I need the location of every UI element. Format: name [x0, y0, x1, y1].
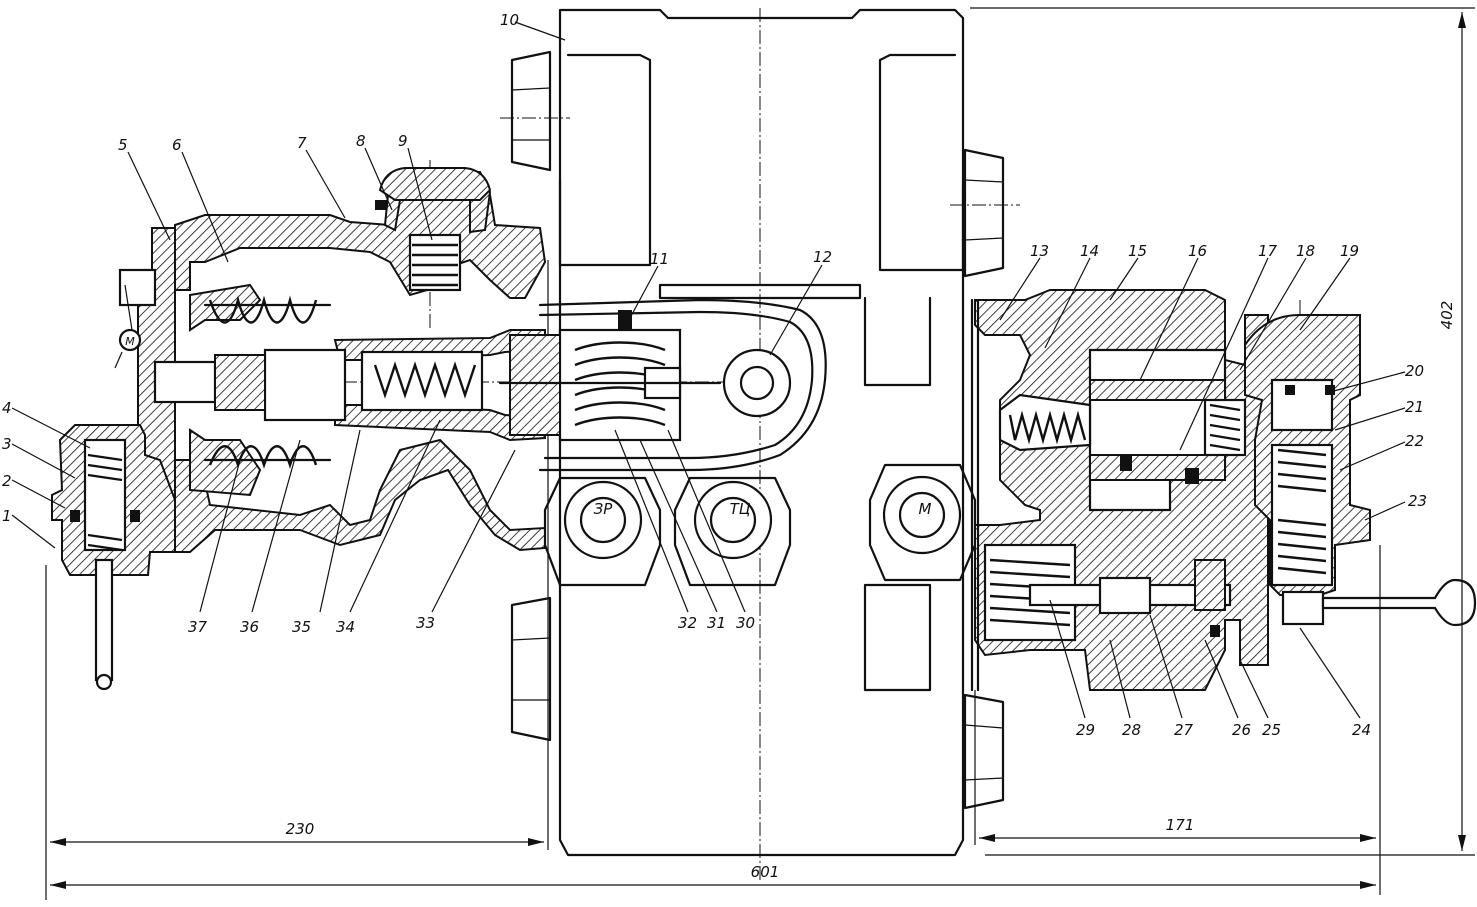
gauge-fitting	[114, 268, 157, 369]
part-label-28: 28	[1122, 721, 1141, 739]
part-label-25: 25	[1262, 721, 1281, 739]
part-label-20: 20	[1405, 362, 1424, 380]
part-label-24: 24	[1352, 721, 1371, 739]
part-label-37: 37	[188, 618, 208, 636]
part-label-6: 6	[172, 136, 182, 154]
left-piston-group	[153, 295, 484, 469]
dimension-left: 230	[286, 820, 315, 838]
part-label-16: 16	[1188, 242, 1207, 260]
part-label-15: 15	[1128, 242, 1147, 260]
mounting-bracket	[510, 8, 1005, 857]
part-label-29: 29	[1076, 721, 1095, 739]
part-label-33: 33	[416, 614, 435, 632]
part-label-19: 19	[1340, 242, 1359, 260]
part-label-10: 10	[500, 11, 519, 29]
part-label-23: 23	[1408, 492, 1427, 510]
dimension-height: 402	[1438, 301, 1456, 330]
part-label-21: 21	[1405, 398, 1424, 416]
part-label-17: 17	[1258, 242, 1278, 260]
part-label-13: 13	[1030, 242, 1049, 260]
part-label-11: 11	[650, 250, 669, 268]
part-label-32: 32	[678, 614, 697, 632]
release-valve	[51, 424, 176, 691]
top-check-valve	[375, 167, 492, 292]
part-label-36: 36	[240, 618, 259, 636]
gauge-label: М	[125, 335, 135, 348]
part-label-7: 7	[297, 134, 307, 152]
part-label-18: 18	[1296, 242, 1315, 260]
part-label-12: 12	[813, 248, 832, 266]
port-label-brake-cylinder: ТЦ	[730, 500, 751, 518]
part-label-26: 26	[1232, 721, 1251, 739]
part-label-9: 9	[398, 132, 408, 150]
part-label-4: 4	[2, 399, 12, 417]
dimension-lines	[45, 7, 1475, 900]
dimension-right: 171	[1166, 816, 1195, 834]
part-label-35: 35	[292, 618, 311, 636]
port-label-main-line: М	[919, 500, 932, 518]
part-label-30: 30	[736, 614, 755, 632]
part-label-31: 31	[707, 614, 726, 632]
part-labels: 1 2 3 4 5 6 7 8 9 10 11 12 13 14 15 16 1…	[2, 11, 1427, 739]
leader-lines	[11, 21, 1406, 719]
part-label-27: 27	[1174, 721, 1194, 739]
part-label-34: 34	[336, 618, 355, 636]
part-label-5: 5	[118, 136, 128, 154]
dimension-values: 230 171 601 402	[286, 301, 1456, 881]
right-housing	[970, 289, 1269, 692]
part-label-2: 2	[2, 472, 12, 490]
part-label-1: 1	[2, 507, 12, 525]
dimension-overall: 601	[751, 863, 780, 881]
central-valve	[498, 298, 827, 472]
part-label-3: 3	[2, 435, 12, 453]
part-label-14: 14	[1080, 242, 1099, 260]
part-label-22: 22	[1405, 432, 1424, 450]
right-end-valve	[1244, 314, 1477, 627]
port-labels: ЗР ТЦ М М	[125, 335, 931, 518]
part-label-8: 8	[356, 132, 366, 150]
port-label-reservoir: ЗР	[594, 500, 614, 518]
